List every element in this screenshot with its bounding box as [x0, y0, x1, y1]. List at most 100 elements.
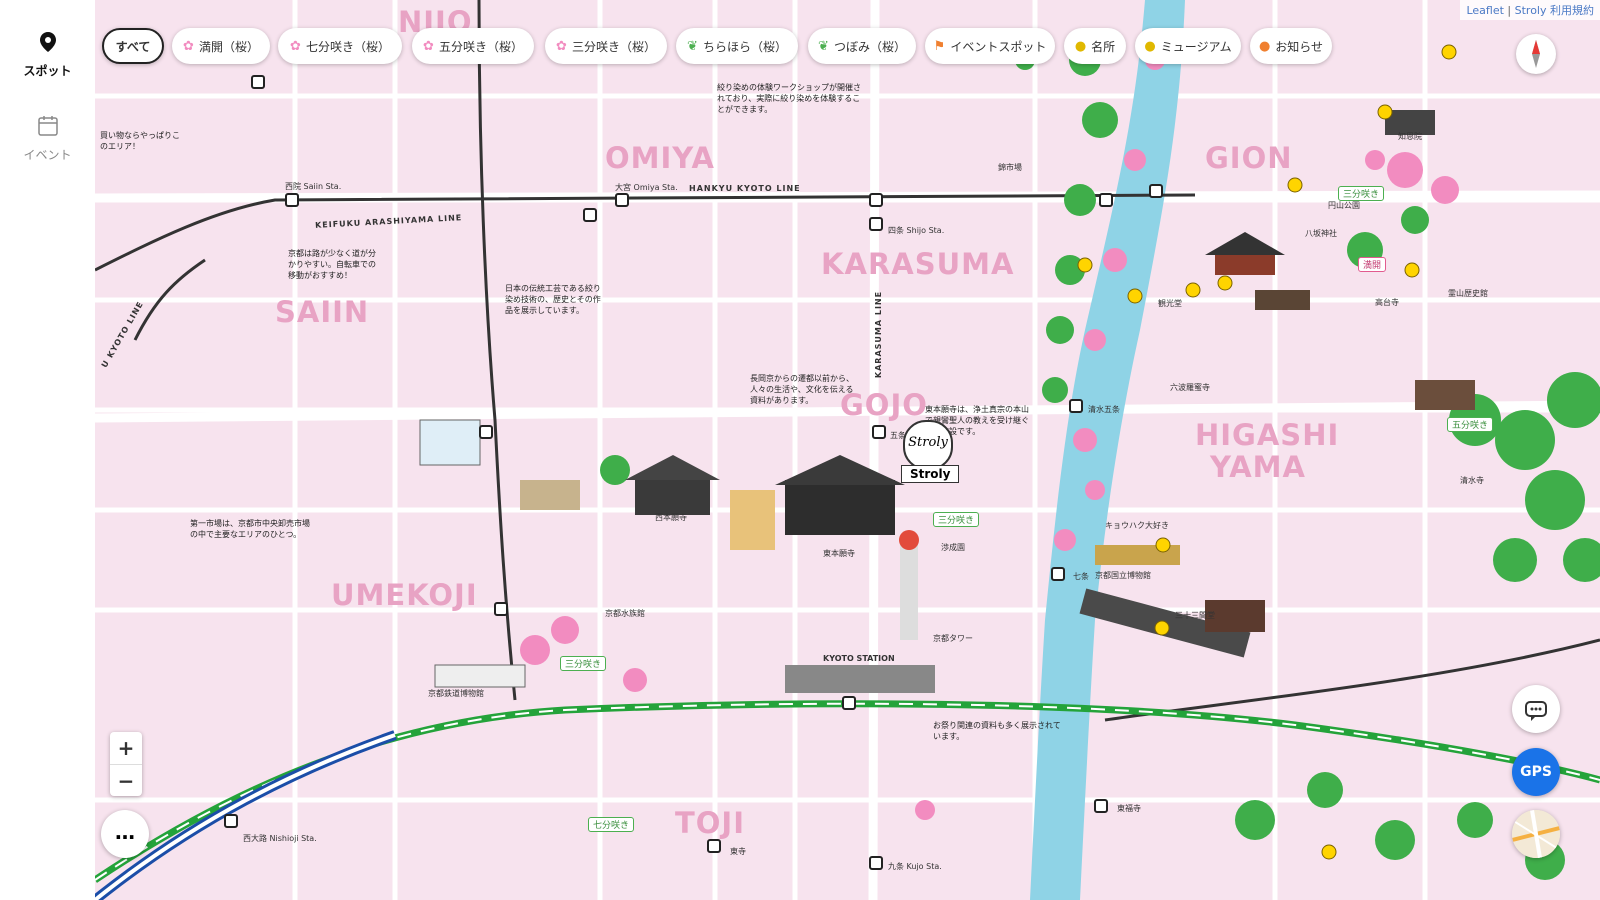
kyoto-tower-label: 京都タワー	[933, 634, 973, 643]
chip-label: 五分咲き（桜）	[438, 39, 523, 54]
bloom-badge[interactable]: 満開	[1358, 257, 1387, 272]
maruyama-park-label: 円山公園	[1328, 201, 1360, 210]
compass-button[interactable]	[1516, 34, 1556, 74]
yellow-pin-icon: ●	[1144, 38, 1156, 54]
map-note: お祭り関連の資料も多く展示されています。	[933, 721, 1061, 741]
district-umekoji: UMEKOJI	[331, 578, 478, 612]
kanshu-label: 観光堂	[1158, 299, 1182, 308]
chip-label: お知らせ	[1275, 39, 1324, 54]
leaflet-link[interactable]: Leaflet	[1466, 4, 1504, 17]
district-saiin: SAIIN	[275, 295, 370, 329]
map-note: 日本の伝統工芸である絞り染め技術の、歴史とその作品を展示しています。	[505, 284, 601, 315]
sakura-flower-icon: ✿	[556, 38, 567, 54]
zoom-control: + −	[110, 732, 142, 796]
kiyomizu-label: 清水寺	[1460, 476, 1484, 485]
district-karasuma: KARASUMA	[821, 247, 1015, 281]
stroly-terms-link[interactable]: Stroly 利用規約	[1514, 4, 1594, 17]
chip-all[interactable]: すべて	[102, 28, 164, 64]
sanjusangendo-label: 三十三間堂	[1175, 611, 1215, 620]
toji-label: 東寺	[730, 847, 746, 856]
hankyu-line-label: HANKYU KYOTO LINE	[689, 184, 801, 193]
saiin-station-label: 西院 Saiin Sta.	[285, 182, 342, 191]
chion-in-label: 知恩院	[1398, 132, 1422, 141]
rokuhara-label: 六波羅蜜寺	[1170, 383, 1210, 392]
karasuma-line-label: KARASUMA LINE	[874, 290, 884, 379]
chip-buds[interactable]: ❦ つぼみ（桜）	[808, 28, 916, 64]
sakura-flower-icon: ✿	[183, 38, 194, 54]
calendar-icon	[37, 116, 58, 136]
chip-sparse-bloom[interactable]: ❦ ちらほら（桜）	[676, 28, 798, 64]
chip-label: イベントスポット	[950, 39, 1047, 54]
district-omiya: OMIYA	[605, 141, 715, 175]
shichijo-label: 七条	[1073, 572, 1089, 581]
base-map-thumbnail-icon	[1512, 810, 1560, 858]
district-higashiyama-1: HIGASHI	[1195, 418, 1340, 452]
sidebar-item-label: イベント	[23, 148, 72, 162]
chip-label: 満開（桜）	[198, 39, 259, 54]
attribution-separator: |	[1503, 4, 1515, 17]
aquarium-label: 京都水族館	[605, 609, 645, 618]
chip-label: ちらほら（桜）	[702, 39, 787, 54]
bloom-badge[interactable]: 三分咲き	[560, 656, 607, 671]
map-note: 京都は路が少なく道が分かりやすい。自転車での移動がおすすめ！	[288, 249, 376, 280]
kujo-station-label: 九条 Kujo Sta.	[888, 862, 942, 871]
map-note: 東本願寺は、浄土真宗の本山で親鸞聖人の教えを受け継ぐ宗教施設です。	[925, 405, 1029, 436]
bloom-badge[interactable]: 三分咲き	[933, 512, 980, 527]
yellow-pin-icon: ●	[1074, 38, 1087, 54]
chip-50-bloom[interactable]: ✿ 五分咲き（桜）	[412, 28, 534, 64]
chip-label: 名所	[1091, 39, 1116, 54]
gps-button[interactable]: GPS	[1512, 748, 1560, 796]
omiya-station-label: 大宮 Omiya Sta.	[615, 183, 678, 192]
tofukuji-label: 東福寺	[1117, 804, 1141, 813]
nishiki-market-label: 錦市場	[998, 163, 1022, 172]
sakura-flower-icon: ✿	[423, 38, 434, 54]
chip-label: 三分咲き（桜）	[571, 39, 656, 54]
railway-museum-label: 京都鉄道博物館	[428, 689, 484, 698]
kyoto-museum-label: 京都国立博物館	[1095, 571, 1151, 580]
chip-notice[interactable]: ● お知らせ	[1250, 28, 1332, 64]
sidebar-item-event[interactable]: イベント	[0, 114, 95, 163]
chip-30-bloom[interactable]: ✿ 三分咲き（桜）	[545, 28, 667, 64]
sakura-bud-icon: ❦	[818, 38, 829, 54]
base-map-toggle[interactable]	[1512, 810, 1560, 858]
chip-label: ミュージアム	[1160, 39, 1232, 54]
chip-full-bloom[interactable]: ✿ 満開（桜）	[172, 28, 270, 64]
zoom-in-button[interactable]: +	[110, 732, 142, 765]
stroly-marker[interactable]: Stroly	[903, 420, 953, 470]
sidebar: スポット イベント	[0, 0, 96, 900]
more-button[interactable]: …	[101, 810, 149, 858]
bloom-badge[interactable]: 七分咲き	[588, 817, 635, 832]
kodaiji-label: 高台寺	[1375, 298, 1399, 307]
illustrated-map[interactable]: OMIYA KARASUMA SAIIN GOJO HIGASHI YAMA U…	[95, 0, 1600, 900]
bloom-badge[interactable]: 五分咲き	[1447, 417, 1494, 432]
chip-museum[interactable]: ● ミュージアム	[1135, 28, 1241, 64]
shosei-en-label: 渉成園	[941, 543, 965, 552]
higashi-honganji-label: 東本願寺	[823, 549, 855, 558]
sidebar-item-spot[interactable]: スポット	[0, 30, 95, 79]
chip-label: すべて	[115, 39, 151, 54]
chip-famous-spot[interactable]: ● 名所	[1064, 28, 1126, 64]
sakura-bud-icon: ❦	[687, 38, 698, 54]
chat-bubble-icon	[1525, 700, 1547, 721]
chip-event-spot[interactable]: ⚑ イベントスポット	[925, 28, 1055, 64]
bloom-badge[interactable]: 三分咲き	[1338, 186, 1385, 201]
map-base-layer	[95, 0, 1600, 900]
map-note: 絞り染めの体験ワークショップが開催されており、実際に絞り染めを体験することができ…	[717, 83, 861, 114]
nishi-honganji-label: 西本願寺	[655, 513, 687, 522]
ryozen-label: 霊山歴史館	[1448, 289, 1488, 298]
chip-label: つぼみ（桜）	[833, 39, 906, 54]
map-note: 買い物ならやっぱりこのエリア！	[100, 131, 180, 151]
map-note: 第一市場は、京都市中央卸売市場の中で主要なエリアのひとつ。	[190, 519, 310, 539]
yasaka-shrine-label: 八坂神社	[1305, 229, 1337, 238]
district-gojo: GOJO	[840, 388, 928, 422]
shijo-station-label: 四条 Shijo Sta.	[888, 226, 945, 235]
chip-70-bloom[interactable]: ✿ 七分咲き（桜）	[278, 28, 402, 64]
district-toji: TOJI	[675, 806, 746, 840]
orange-pin-icon: ●	[1258, 38, 1271, 54]
flag-icon: ⚑	[933, 38, 946, 54]
chat-button[interactable]	[1512, 685, 1560, 733]
map-attribution: Leaflet | Stroly 利用規約	[1460, 0, 1600, 20]
zoom-out-button[interactable]: −	[117, 769, 135, 793]
kiyomizu-gojo-label: 清水五条	[1088, 405, 1120, 414]
district-higashiyama-2: YAMA	[1210, 450, 1306, 484]
